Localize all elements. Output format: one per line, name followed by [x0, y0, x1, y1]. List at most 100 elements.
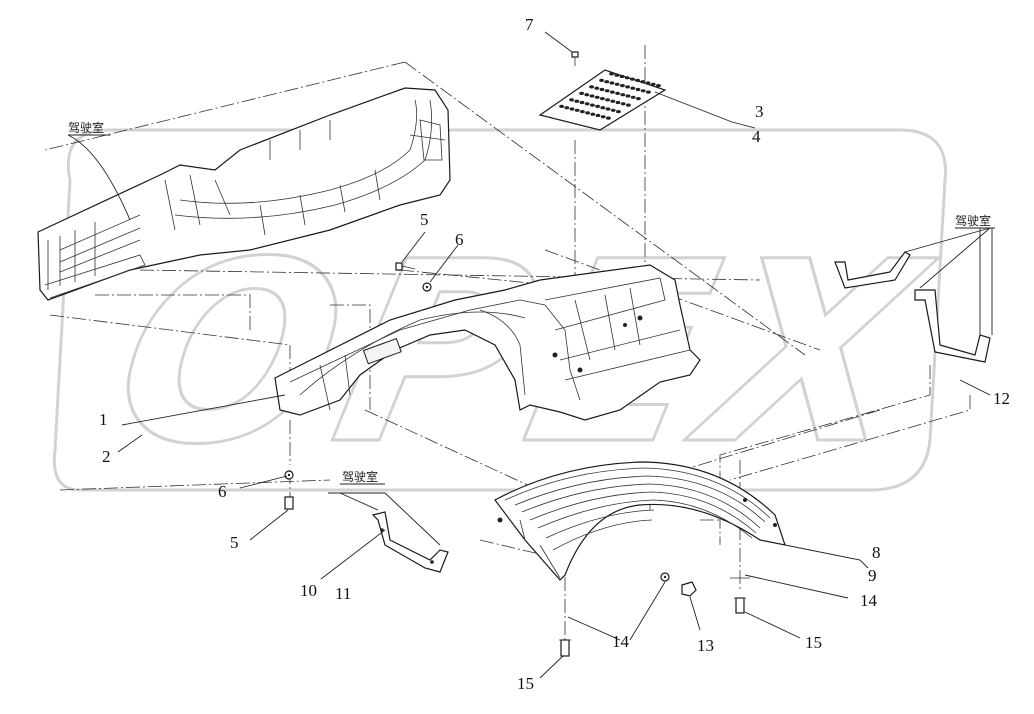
plate-hole: [640, 89, 646, 93]
plate-hole: [610, 90, 615, 94]
washer-14-center: [660, 572, 670, 582]
plate-hole: [645, 81, 651, 85]
plate-hole: [589, 85, 594, 89]
callout-13: 13: [697, 636, 714, 655]
plate-hole: [624, 76, 630, 80]
plate-hole: [604, 80, 610, 84]
leader-lines: [67, 31, 993, 679]
callout-5-lower: 5: [230, 533, 239, 552]
plate-hole: [599, 87, 605, 92]
callout-6-lower: 6: [218, 482, 227, 501]
plate-hole: [609, 81, 615, 85]
plate-hole: [579, 100, 585, 105]
plate-hole: [636, 97, 641, 101]
cab-label-left: 驾驶室: [68, 120, 104, 135]
cab-label-lower: 驾驶室: [342, 469, 378, 484]
callout-10: 10: [300, 581, 317, 600]
plate-hole: [585, 111, 590, 115]
plate-hole: [589, 94, 595, 98]
plate-hole: [595, 104, 600, 108]
plate-hole: [595, 113, 601, 118]
plate-hole: [625, 94, 631, 98]
callout-9: 9: [868, 566, 877, 585]
plate-hole: [610, 108, 616, 112]
callout-15-right: 15: [805, 633, 822, 652]
plate-hole: [616, 110, 621, 114]
plate-hole: [590, 112, 596, 116]
plate-hole: [590, 103, 595, 107]
plate-hole: [584, 102, 590, 106]
plate-hole: [650, 82, 656, 86]
cab-label-right: 驾驶室: [955, 213, 991, 228]
plate-hole: [579, 91, 584, 95]
nut-13: [681, 581, 697, 597]
plate-hole: [600, 106, 606, 110]
callout-2: 2: [102, 447, 111, 466]
callout-4: 4: [752, 127, 761, 146]
bolt-5-upper: [395, 262, 416, 271]
plate-hole: [646, 90, 651, 94]
plate-hole: [574, 99, 580, 103]
bolt-7: [571, 51, 579, 66]
callout-6-upper: 6: [455, 230, 464, 249]
plate-hole: [574, 108, 580, 112]
bolt-15-lower: [559, 639, 571, 657]
bracket-12: [834, 251, 991, 363]
bolt-15-right: [734, 597, 746, 614]
plate-hole: [635, 87, 641, 92]
cab-labels: 驾驶室 驾驶室 驾驶室: [68, 120, 995, 485]
callout-1: 1: [99, 410, 108, 429]
plate-hole: [599, 78, 604, 82]
plate-hole: [569, 107, 575, 111]
plate-hole: [584, 93, 590, 97]
plate-hole: [605, 98, 610, 102]
plate-hole: [619, 74, 625, 79]
callout-14-center: 14: [612, 632, 630, 651]
plate-hole: [625, 85, 630, 89]
step-bracket-assembly: [274, 264, 701, 421]
mudguard: [494, 461, 786, 581]
callout-7: 7: [525, 15, 534, 34]
callout-5-upper: 5: [420, 210, 429, 229]
cab-floor-section: [37, 87, 451, 301]
plate-hole: [614, 82, 620, 86]
plate-hole: [630, 95, 636, 99]
plate-hole: [605, 107, 611, 111]
plate-hole: [620, 93, 626, 97]
callout-14-right: 14: [860, 591, 878, 610]
plate-hole: [640, 80, 646, 84]
plate-hole: [606, 116, 611, 120]
plate-hole: [600, 97, 605, 101]
callout-11: 11: [335, 584, 351, 603]
tread-plate-holes: [559, 72, 661, 120]
callout-3: 3: [755, 102, 764, 121]
callout-15-lower: 15: [517, 674, 534, 693]
plate-hole: [626, 103, 631, 107]
bracket-10: [371, 511, 449, 573]
washer-6-lower: [284, 470, 294, 480]
plate-hole: [630, 77, 635, 81]
plate-hole: [620, 102, 626, 106]
plate-hole: [580, 110, 585, 114]
callout-12: 12: [993, 389, 1010, 408]
plate-hole: [615, 100, 621, 105]
plate-hole: [656, 84, 661, 88]
plate-hole: [594, 95, 600, 99]
plate-hole: [609, 72, 614, 76]
plate-hole: [615, 91, 620, 95]
callout-8: 8: [872, 543, 881, 562]
plate-hole: [564, 106, 570, 110]
plate-hole: [630, 86, 636, 90]
plate-hole: [620, 84, 625, 88]
plate-hole: [610, 99, 616, 103]
washer-6-upper: [422, 282, 432, 292]
plate-hole: [569, 98, 574, 102]
plate-hole: [600, 115, 606, 119]
tread-plate: [538, 69, 667, 131]
plate-hole: [635, 78, 640, 82]
plate-hole: [614, 73, 620, 77]
plate-hole: [594, 86, 600, 90]
plate-hole: [604, 89, 610, 93]
bolt-5-lower: [284, 496, 294, 510]
